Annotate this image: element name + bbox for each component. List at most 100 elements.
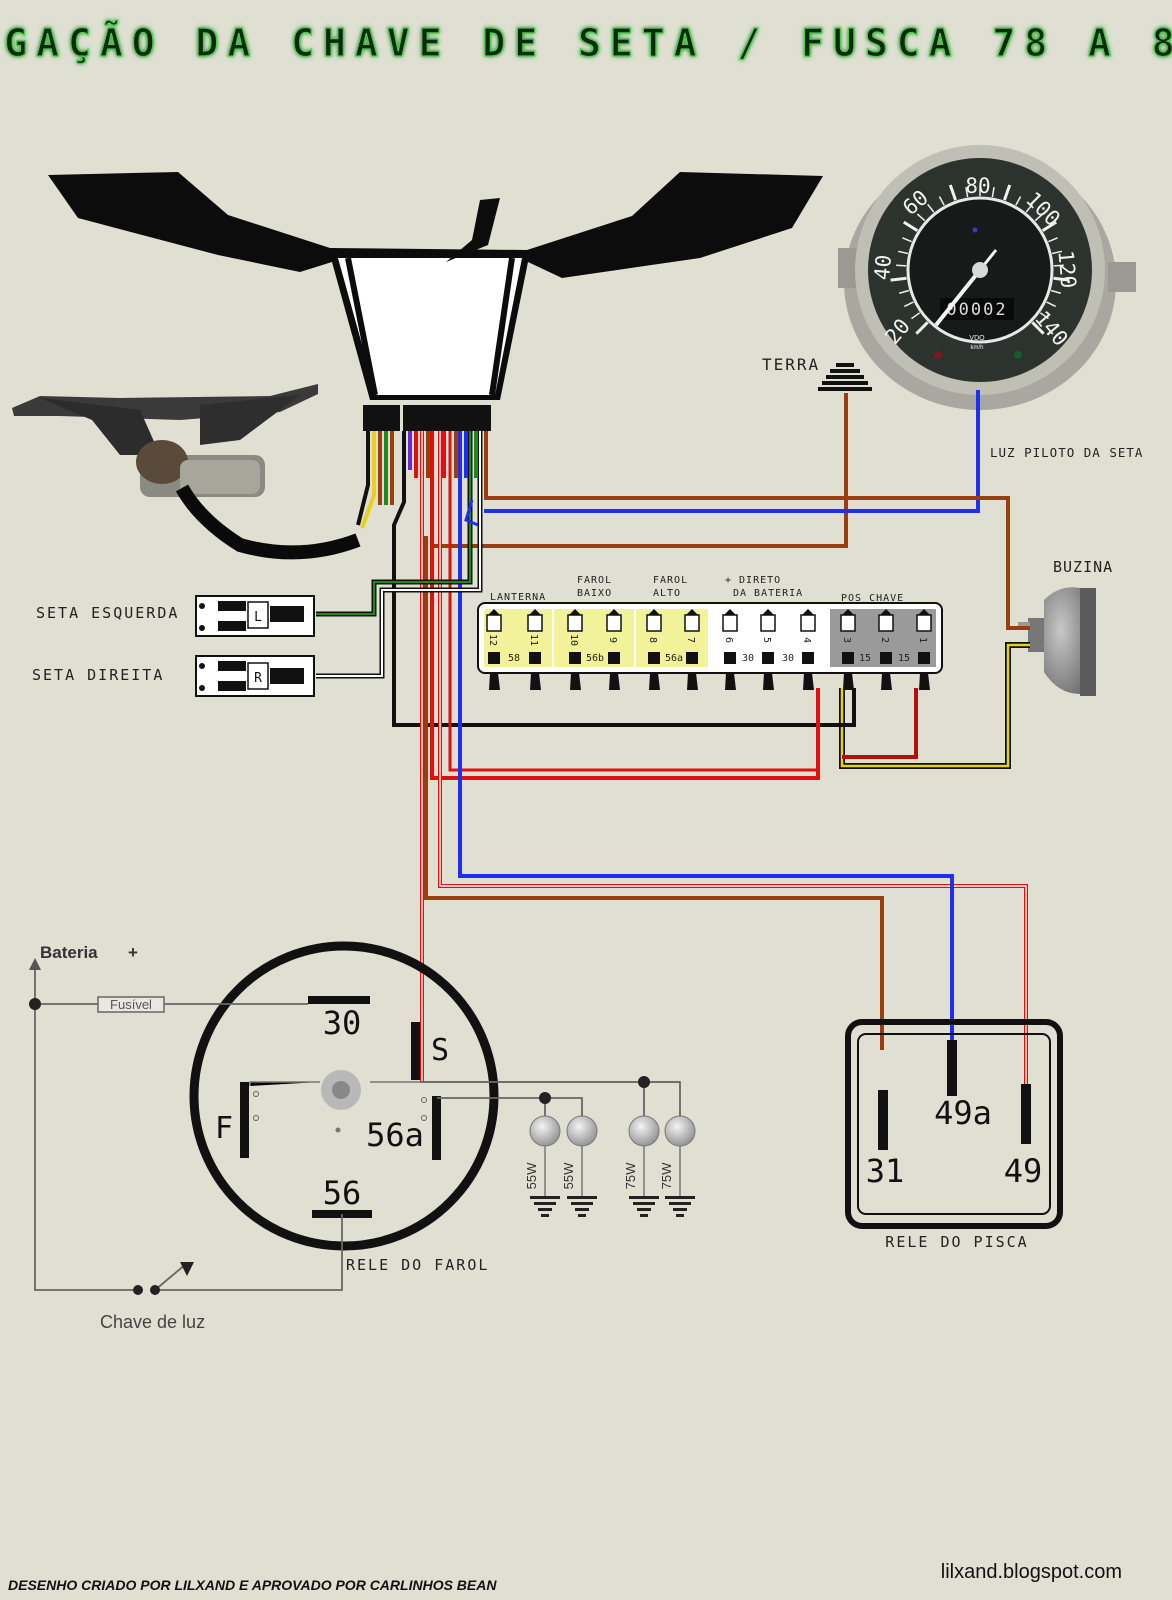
fuse-number: 5 bbox=[761, 637, 772, 643]
speedo-tick bbox=[1053, 264, 1064, 267]
fuse-clip bbox=[648, 609, 660, 615]
fuse-group-label-farol-baixo-1: FAROL bbox=[577, 575, 612, 586]
speedo-tick bbox=[916, 213, 926, 222]
lamp-right-letter: R bbox=[254, 671, 262, 686]
fuse-number: 10 bbox=[568, 634, 579, 646]
speedo-tick bbox=[1051, 250, 1063, 255]
relay-pisca-31: 31 bbox=[866, 1152, 905, 1190]
fuse-terminal-block bbox=[488, 652, 500, 664]
ground-icon-bar bbox=[541, 1214, 549, 1217]
fuse-pin bbox=[530, 673, 541, 690]
odometer: 00002 bbox=[946, 300, 1007, 320]
ground-icon-bar bbox=[676, 1214, 684, 1217]
speedo-tick bbox=[911, 312, 921, 320]
speedo-tick bbox=[948, 184, 957, 201]
speedo-brand: VDO bbox=[969, 335, 985, 342]
fuse-slot bbox=[800, 614, 816, 632]
relay-farol-30: 30 bbox=[323, 1004, 362, 1042]
lamp-left-letter: L bbox=[254, 610, 262, 625]
ground-icon-bar bbox=[640, 1214, 648, 1217]
fuse-terminal-56a: 56a bbox=[665, 653, 683, 664]
fuse-pin bbox=[649, 673, 660, 690]
speedo-tick bbox=[899, 289, 910, 294]
seta-direita-label: SETA DIREITA bbox=[32, 666, 164, 684]
fuse-number: 6 bbox=[723, 637, 734, 643]
buzina-label: BUZINA bbox=[1053, 558, 1113, 576]
ground-icon-bar bbox=[669, 1202, 691, 1205]
fuse-number: 9 bbox=[607, 637, 618, 643]
fuse-number: 7 bbox=[685, 637, 696, 643]
battery-arrow-icon bbox=[29, 958, 41, 970]
flasher-relay: 31 49a 49 bbox=[845, 1019, 1063, 1229]
fuse-clip bbox=[762, 609, 774, 615]
speedo-tick bbox=[938, 196, 945, 206]
fuse-pin bbox=[803, 673, 814, 690]
fuse-slot bbox=[486, 614, 502, 632]
fuse-terminal-block bbox=[724, 652, 736, 664]
fuse-terminal-block bbox=[529, 652, 541, 664]
fuse-terminal-block bbox=[762, 652, 774, 664]
wiring-harness bbox=[316, 390, 1030, 1085]
bateria-plus-sign: + bbox=[128, 943, 138, 962]
fuse-pin bbox=[919, 673, 930, 690]
fuse-terminal-15b: 15 bbox=[898, 653, 910, 664]
fuse-slot bbox=[760, 614, 776, 632]
fuse-terminal-58: 58 bbox=[508, 653, 520, 664]
speedo-tick bbox=[1015, 196, 1022, 206]
lamp-junction-b bbox=[638, 1076, 650, 1088]
fuse-number: 1 bbox=[917, 637, 928, 643]
light-switch-arrow-icon bbox=[180, 1262, 194, 1276]
speedo-tick bbox=[1039, 312, 1049, 320]
speedo-tick bbox=[902, 237, 912, 243]
speedo-mark-120: 120 bbox=[1053, 249, 1080, 289]
ground-icon-bar bbox=[571, 1202, 593, 1205]
speedo-mark-40: 40 bbox=[870, 254, 896, 281]
speedo-mark-80: 80 bbox=[965, 174, 990, 198]
rele-pisca-label: RELE DO PISCA bbox=[885, 1233, 1028, 1251]
fuse-terminal-56b: 56b bbox=[586, 653, 604, 664]
speedo-tick bbox=[927, 203, 935, 213]
turn-signal-switch bbox=[48, 172, 823, 431]
headlight-lamp-icon bbox=[628, 1115, 660, 1147]
speedo-tick bbox=[1041, 220, 1058, 232]
speedo-tick bbox=[1053, 276, 1070, 282]
speedo-tick bbox=[991, 187, 995, 198]
speedo-tick bbox=[965, 187, 969, 198]
fuse-symbol bbox=[97, 996, 165, 1013]
headlight-lamp-icon bbox=[664, 1115, 696, 1147]
fuse-terminal-15a: 15 bbox=[859, 653, 871, 664]
credit-text: DESENHO CRIADO POR LILXAND E APROVADO PO… bbox=[8, 1577, 497, 1593]
fuse-group-label-pos-chave: POS CHAVE bbox=[841, 593, 904, 604]
fuse-slot bbox=[646, 614, 662, 632]
seta-esquerda-label: SETA ESQUERDA bbox=[36, 604, 179, 622]
lamp-wattage: 55W bbox=[561, 1162, 576, 1189]
ground-icon-bar bbox=[567, 1196, 597, 1199]
speedo-tick bbox=[902, 220, 919, 232]
fuse-clip bbox=[529, 609, 541, 615]
ground-icon-bar bbox=[534, 1202, 556, 1205]
speedo-tick bbox=[1034, 213, 1044, 222]
fuse-number: 8 bbox=[647, 637, 658, 643]
fuse-group-label-farol-alto-1: FAROL bbox=[653, 575, 688, 586]
speedo-tick bbox=[897, 250, 909, 255]
fusivel-label: Fusível bbox=[110, 997, 152, 1012]
site-url: lilxand.blogspot.com bbox=[941, 1561, 1122, 1583]
luz-piloto-label: LUZ PILOTO DA SETA bbox=[990, 445, 1143, 460]
fuse-pin bbox=[763, 673, 774, 690]
light-switch-contact-a bbox=[133, 1285, 143, 1295]
fuse-pin bbox=[725, 673, 736, 690]
fuse-clip bbox=[724, 609, 736, 615]
fuse-slot bbox=[606, 614, 622, 632]
fuse-terminal-30a: 30 bbox=[742, 653, 754, 664]
fuse-pin bbox=[881, 673, 892, 690]
light-switch-contact-b bbox=[150, 1285, 160, 1295]
seta-direita: SETA DIREITA R bbox=[32, 655, 315, 697]
relay-pisca-49: 49 bbox=[1004, 1152, 1043, 1190]
speedo-unit: km/h bbox=[970, 345, 983, 351]
ground-icon-bar bbox=[629, 1196, 659, 1199]
fuse-slot bbox=[722, 614, 738, 632]
fuse-number: 3 bbox=[841, 637, 852, 643]
bateria-label: Bateria bbox=[40, 943, 98, 962]
